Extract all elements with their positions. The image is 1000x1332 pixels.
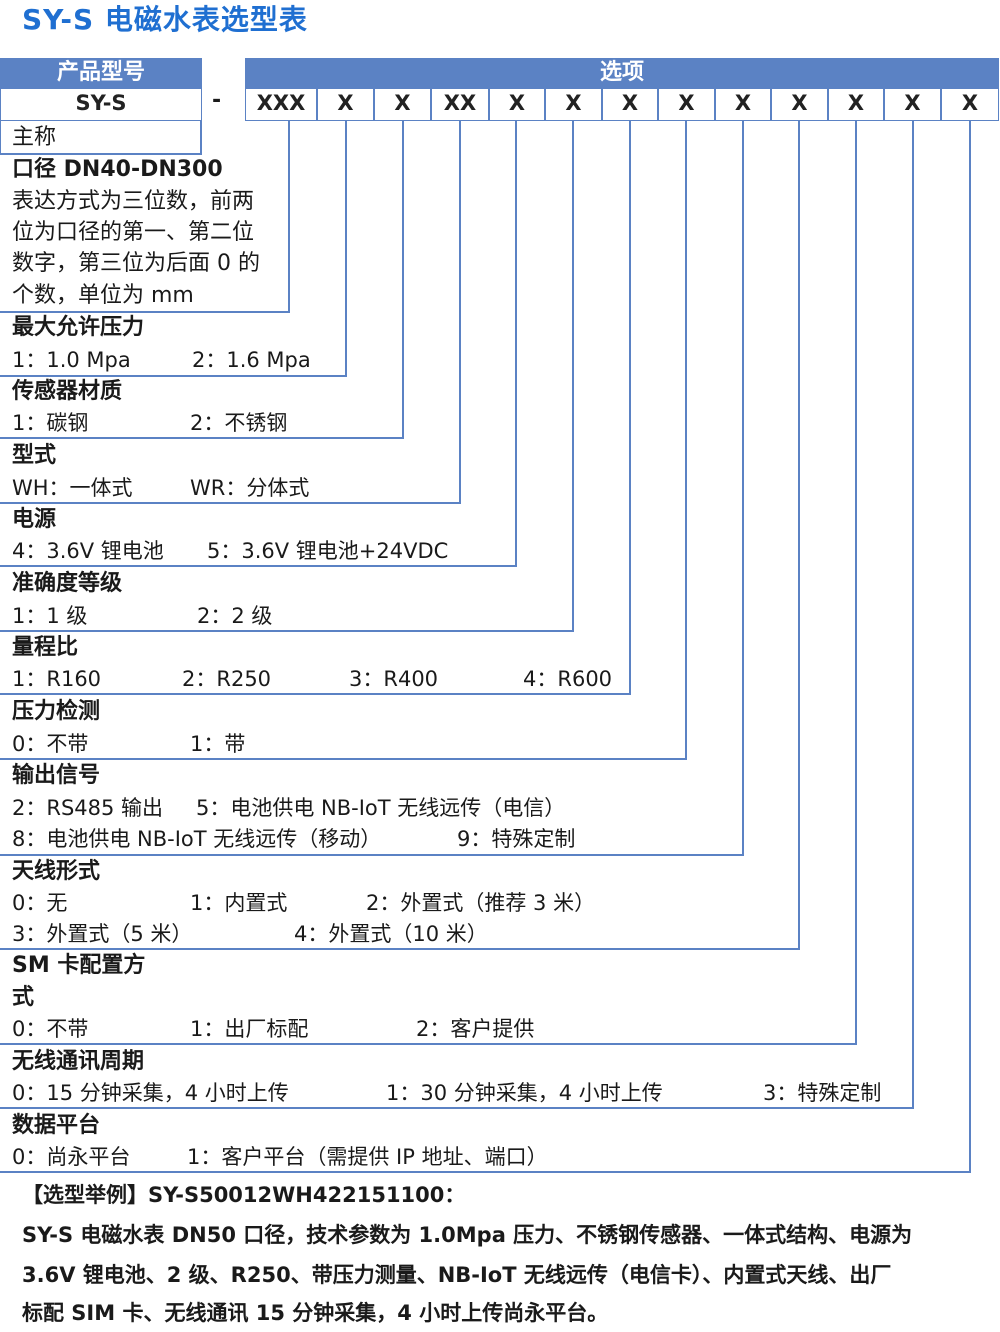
section-title-antenna: 天线形式 (12, 859, 101, 884)
section-title-pressure-detect: 压力检测 (12, 699, 101, 724)
option-text: 2：RS485 输出 (12, 796, 164, 820)
section-box-range (0, 121, 631, 695)
section-box-type (0, 121, 461, 504)
option-text: 9：特殊定制 (457, 827, 576, 851)
model-separator: - (212, 88, 222, 113)
code-cell: X (317, 88, 374, 121)
option-text: 0：不带 (12, 1017, 89, 1041)
option-text: 0：尚永平台 (12, 1145, 131, 1169)
example-heading: 【选型举例】SY-S50012WH422151100： (22, 1183, 466, 1207)
option-text: 0：15 分钟采集，4 小时上传 (12, 1081, 289, 1105)
caliber-desc-line: 个数，单位为 mm (12, 283, 194, 308)
code-cell: X (941, 88, 999, 121)
example-line: 标配 SIM 卡、无线通讯 15 分钟采集，4 小时上传尚永平台。 (22, 1301, 609, 1325)
section-title-range-ratio: 量程比 (12, 635, 79, 660)
option-text: 1：带 (190, 732, 246, 756)
option-text: WR：分体式 (190, 476, 310, 500)
section-box-sim (0, 121, 857, 1045)
code-cell: X (828, 88, 884, 121)
section-box-pressure-detect (0, 121, 687, 760)
section-box-antenna (0, 121, 800, 950)
section-title-pressure: 最大允许压力 (12, 315, 145, 340)
section-box-platform (0, 121, 971, 1173)
option-text: 4：R600 (523, 667, 613, 691)
code-cell: XXX (245, 88, 317, 121)
section-title-type: 型式 (12, 443, 57, 468)
header-options-label: 选项 (245, 58, 999, 88)
caliber-desc-line: 位为口径的第一、第二位 (12, 220, 255, 245)
section-title-material: 传感器材质 (12, 379, 123, 404)
option-text: 3：R400 (349, 667, 439, 691)
option-text: 2：1.6 Mpa (192, 348, 311, 372)
section-box-caliber (0, 121, 290, 313)
option-text: 2：客户提供 (416, 1017, 535, 1041)
option-text: 2：不锈钢 (190, 411, 288, 435)
code-cell: X (771, 88, 828, 121)
section-box-power (0, 121, 517, 567)
main-name-box (0, 121, 202, 155)
option-text: 5：电池供电 NB-IoT 无线远传（电信） (196, 796, 566, 820)
code-cell: X (884, 88, 941, 121)
section-title-caliber: 口径 DN40-DN300 (12, 157, 223, 182)
section-box-comm-cycle (0, 121, 914, 1109)
model-value: SY-S (0, 88, 202, 121)
section-box-accuracy (0, 121, 574, 632)
option-text: 2：R250 (182, 667, 272, 691)
option-text: 3：特殊定制 (763, 1081, 882, 1105)
caliber-desc-line: 数字，第三位为后面 0 的 (12, 251, 260, 276)
code-cell: X (715, 88, 771, 121)
option-text: 0：无 (12, 891, 68, 915)
section-title-power: 电源 (12, 507, 57, 532)
section-title-output-signal: 输出信号 (12, 763, 101, 788)
option-text: 1：出厂标配 (190, 1017, 309, 1041)
section-title-platform: 数据平台 (12, 1113, 101, 1138)
header-model-label: 产品型号 (0, 58, 202, 88)
section-title-sim-cont: 式 (12, 985, 35, 1010)
section-title-accuracy: 准确度等级 (12, 571, 123, 596)
section-box-material (0, 121, 404, 439)
section-title-sim: SM 卡配置方 (12, 953, 146, 978)
option-text: WH：一体式 (12, 476, 133, 500)
code-cell: X (374, 88, 431, 121)
caliber-desc-line: 表达方式为三位数，前两 (12, 189, 255, 214)
code-cell: X (602, 88, 658, 121)
option-text: 8：电池供电 NB-IoT 无线远传（移动） (12, 827, 382, 851)
code-cell: X (489, 88, 545, 121)
code-cell: X (658, 88, 715, 121)
example-line: 3.6V 锂电池、2 级、R250、带压力测量、NB-IoT 无线远传（电信卡）… (22, 1263, 892, 1287)
section-title-comm-cycle: 无线通讯周期 (12, 1049, 145, 1074)
option-text: 1：30 分钟采集，4 小时上传 (386, 1081, 663, 1105)
option-text: 5：3.6V 锂电池+24VDC (207, 539, 449, 563)
example-line: SY-S 电磁水表 DN50 口径，技术参数为 1.0Mpa 压力、不锈钢传感器… (22, 1223, 913, 1247)
code-cell: X (545, 88, 602, 121)
option-text: 1：客户平台（需提供 IP 地址、端口） (187, 1145, 548, 1169)
option-text: 1：R160 (12, 667, 102, 691)
page-title: SY-S 电磁水表选型表 (22, 3, 308, 36)
option-text: 0：不带 (12, 732, 89, 756)
option-text: 3：外置式（5 米） (12, 922, 193, 946)
option-text: 2：2 级 (197, 604, 273, 628)
option-text: 4：3.6V 锂电池 (12, 539, 164, 563)
main-name-label: 主称 (12, 125, 57, 150)
option-text: 1：1 级 (12, 604, 88, 628)
code-cell: XX (431, 88, 489, 121)
section-box-pressure (0, 121, 347, 377)
option-text: 1：碳钢 (12, 411, 89, 435)
option-text: 1：内置式 (190, 891, 288, 915)
option-text: 2：外置式（推荐 3 米） (366, 891, 596, 915)
option-text: 1：1.0 Mpa (12, 348, 131, 372)
section-box-output (0, 121, 744, 856)
option-text: 4：外置式（10 米） (294, 922, 488, 946)
